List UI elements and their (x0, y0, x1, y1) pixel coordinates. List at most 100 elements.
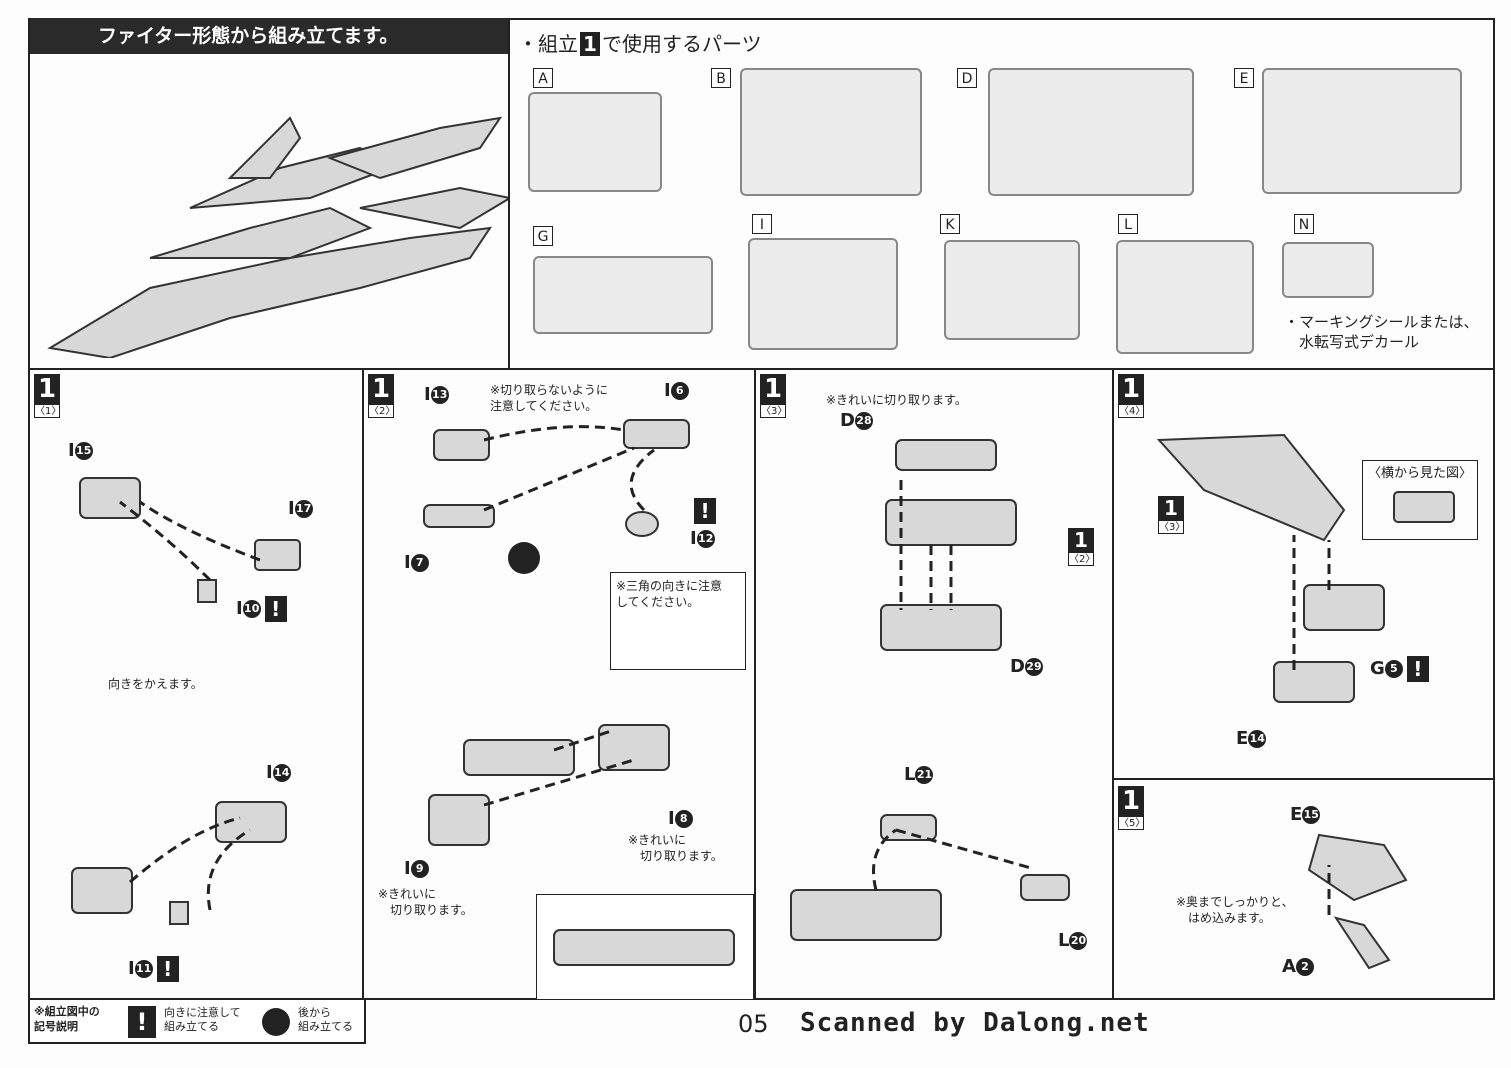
part-label-l21: L21 (904, 764, 934, 785)
step-number-1-5: 1〈5〉 (1118, 786, 1146, 830)
part-letter: G (1370, 658, 1385, 679)
part-label-e15: E15 (1290, 804, 1321, 825)
legend-warning-icon: ! (128, 1006, 156, 1038)
part-number: 13 (430, 386, 449, 404)
runner-label-d: D (957, 68, 977, 88)
step-number-1-3: 1〈3〉 (760, 374, 788, 418)
side-view-inset (1362, 460, 1478, 540)
part-number: 9 (410, 860, 429, 878)
part-letter: L (1058, 930, 1070, 951)
ref-sub: 〈2〉 (1068, 552, 1096, 566)
runner-label-a: A (533, 68, 553, 88)
step-num: 1 (368, 374, 394, 404)
parts-title-num: 1 (580, 32, 600, 56)
orientation-warning-icon: ! (156, 956, 179, 982)
part-label-i12: !I12 (690, 498, 716, 549)
part-number: 29 (1024, 658, 1043, 676)
part-label-i15: I15 (68, 440, 93, 461)
legend-back-desc: 後から 組み立てる (298, 1006, 353, 1033)
runner-label-g: G (533, 226, 553, 246)
step-panel-5 (1112, 778, 1495, 1000)
part-label-i13: I13 (424, 384, 449, 405)
ref-step-1-2: 1〈2〉 (1068, 528, 1096, 566)
runner-d (988, 68, 1194, 196)
part-label-l20: L20 (1058, 930, 1088, 951)
part-number: 17 (294, 500, 313, 518)
part-number: 15 (74, 442, 93, 460)
page-title: ファイター形態から組み立てます。 (28, 18, 508, 54)
part-letter: D (840, 410, 855, 431)
part-label-i11: I11! (128, 956, 179, 982)
part-number: 8 (674, 810, 693, 828)
step-sub: 〈3〉 (760, 404, 788, 418)
step1-turn-note: 向きをかえます。 (108, 677, 203, 691)
part-number: 14 (272, 764, 291, 782)
part-number: 11 (134, 960, 153, 978)
step-num: 1 (34, 374, 60, 404)
part-letter: A (1282, 956, 1296, 977)
part-letter: I (668, 808, 675, 829)
step-sub: 〈1〉 (34, 404, 62, 418)
part-letter: I (68, 440, 75, 461)
runner-a (528, 92, 662, 192)
part-letter: I (424, 384, 431, 405)
step4-diagram (1156, 433, 1455, 703)
runner-label-n: N (1294, 214, 1314, 234)
runner-g (533, 256, 713, 334)
step3-diagram (790, 439, 1070, 941)
orientation-warning-icon: ! (694, 498, 716, 524)
runner-label-e: E (1234, 68, 1254, 88)
part-label-i14: I14 (266, 762, 291, 783)
part-number: 15 (1302, 806, 1321, 824)
step-sub: 〈2〉 (368, 404, 396, 418)
part-letter: D (1010, 656, 1025, 677)
step-num: 1 (760, 374, 786, 404)
legend-title: ※組立図中の 記号説明 (34, 1005, 100, 1033)
part-number: 20 (1069, 932, 1088, 950)
step3-clean-note: ※きれいに切り取ります。 (826, 393, 967, 407)
runner-label-i: I (752, 214, 772, 234)
step-number-1-1: 1〈1〉 (34, 374, 62, 418)
orientation-warning-icon: ! (1406, 656, 1429, 682)
runner-l (1116, 240, 1254, 354)
runner-b (740, 68, 922, 196)
step-sub: 〈5〉 (1118, 816, 1146, 830)
ref-num: 1 (1158, 496, 1184, 520)
part-number: 14 (1248, 730, 1267, 748)
step-number-1-2: 1〈2〉 (368, 374, 396, 418)
runner-label-k: K (940, 214, 960, 234)
part-letter: I (288, 498, 295, 519)
part-letter: I (236, 598, 243, 619)
step1-diagram (71, 477, 301, 925)
part-label-d28: D28 (840, 410, 873, 431)
part-number: 6 (670, 382, 689, 400)
page-number: 05 (738, 1010, 769, 1038)
part-letter: L (904, 764, 916, 785)
step2-nocut-note: ※切り取らないように 注意してください。 (490, 383, 608, 413)
part-letter: I (404, 858, 411, 879)
part-letter: I (128, 958, 135, 979)
runner-n (1282, 242, 1374, 298)
step-num: 1 (1118, 786, 1144, 816)
part-letter: I (664, 380, 671, 401)
part-number: 28 (854, 412, 873, 430)
part-label-d29: D29 (1010, 656, 1043, 677)
step2-diagram (423, 419, 735, 966)
part-number: 10 (242, 600, 261, 618)
part-number: 7 (410, 554, 429, 572)
scan-credit: Scanned by Dalong.net (800, 1008, 1150, 1038)
decal-note: ・マーキングシールまたは、 水転写式デカール (1284, 313, 1479, 351)
legend-warning-desc: 向きに注意して 組み立てる (164, 1006, 241, 1033)
part-letter: I (404, 552, 411, 573)
part-number: 12 (696, 530, 715, 548)
ref-step-1-3: 1〈3〉 (1158, 496, 1186, 534)
step-sub: 〈4〉 (1118, 404, 1146, 418)
step5-diagram (1307, 833, 1408, 970)
ref-sub: 〈3〉 (1158, 520, 1186, 534)
